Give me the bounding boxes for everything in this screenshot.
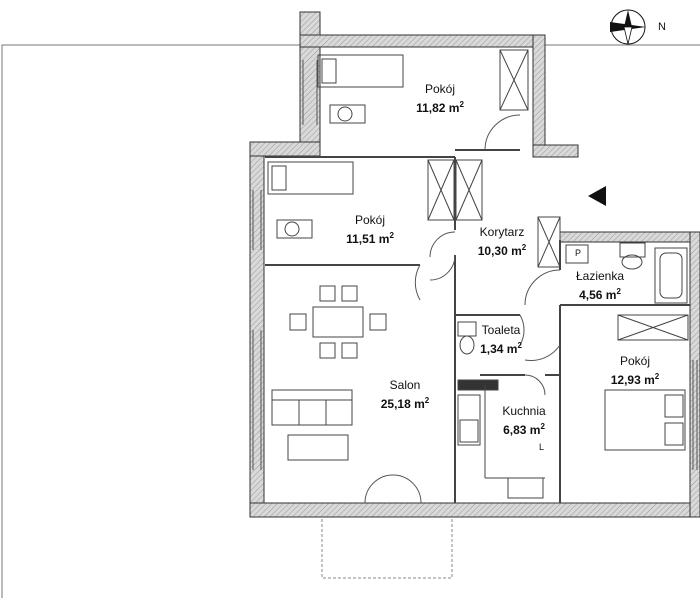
room-label-korytarz: Korytarz 10,30 m2: [457, 225, 547, 259]
room-area: 11,82 m2: [416, 100, 464, 115]
room-area: 4,56 m2: [579, 287, 621, 302]
room-name: Pokój: [354, 213, 386, 227]
room-label-lazienka: Łazienka 4,56 m2: [555, 269, 645, 303]
wardrobes: [427, 49, 689, 341]
sofa: [271, 389, 353, 461]
windows: [252, 60, 698, 470]
door-swings: [364, 114, 561, 504]
room-area: 10,30 m2: [477, 243, 527, 258]
compass-north-label: N: [658, 21, 666, 33]
room-label-kuchnia: Kuchnia 6,83 m2: [479, 404, 569, 438]
kitchen-fixture-label: L: [539, 442, 545, 452]
interior-walls: [265, 149, 690, 503]
room-label-toaleta: Toaleta 1,34 m2: [456, 323, 546, 357]
room-label-pokoj-3: Pokój 12,93 m2: [590, 354, 680, 388]
room-name: Pokój: [619, 354, 651, 368]
room-name: Pokój: [424, 82, 456, 96]
room-name: Kuchnia: [502, 404, 546, 418]
room-name: Toaleta: [481, 323, 521, 337]
compass-icon: [610, 9, 646, 45]
room-label-salon: Salon 25,18 m2: [360, 378, 450, 412]
desks: [276, 104, 366, 239]
room-area: 1,34 m2: [480, 341, 522, 356]
beds: [267, 54, 686, 451]
entrance-arrow: [588, 186, 606, 206]
room-area: 25,18 m2: [380, 396, 430, 411]
room-name: Łazienka: [575, 269, 625, 283]
room-area: 6,83 m2: [503, 422, 545, 437]
room-label-pokoj-2: Pokój 11,51 m2: [325, 213, 415, 247]
room-area: 12,93 m2: [610, 372, 660, 387]
plot-boundary: [1, 44, 300, 598]
room-name: Salon: [389, 378, 421, 392]
dining-table: [289, 285, 387, 359]
room-name: Korytarz: [479, 225, 525, 239]
kitchen-fixtures: [457, 379, 545, 499]
bathroom-fixture-label: P: [575, 248, 582, 258]
balcony: [321, 513, 453, 579]
bathroom-fixtures: [457, 242, 688, 355]
room-label-pokoj-1: Pokój 11,82 m2: [395, 82, 485, 116]
room-area: 11,51 m2: [346, 231, 394, 246]
